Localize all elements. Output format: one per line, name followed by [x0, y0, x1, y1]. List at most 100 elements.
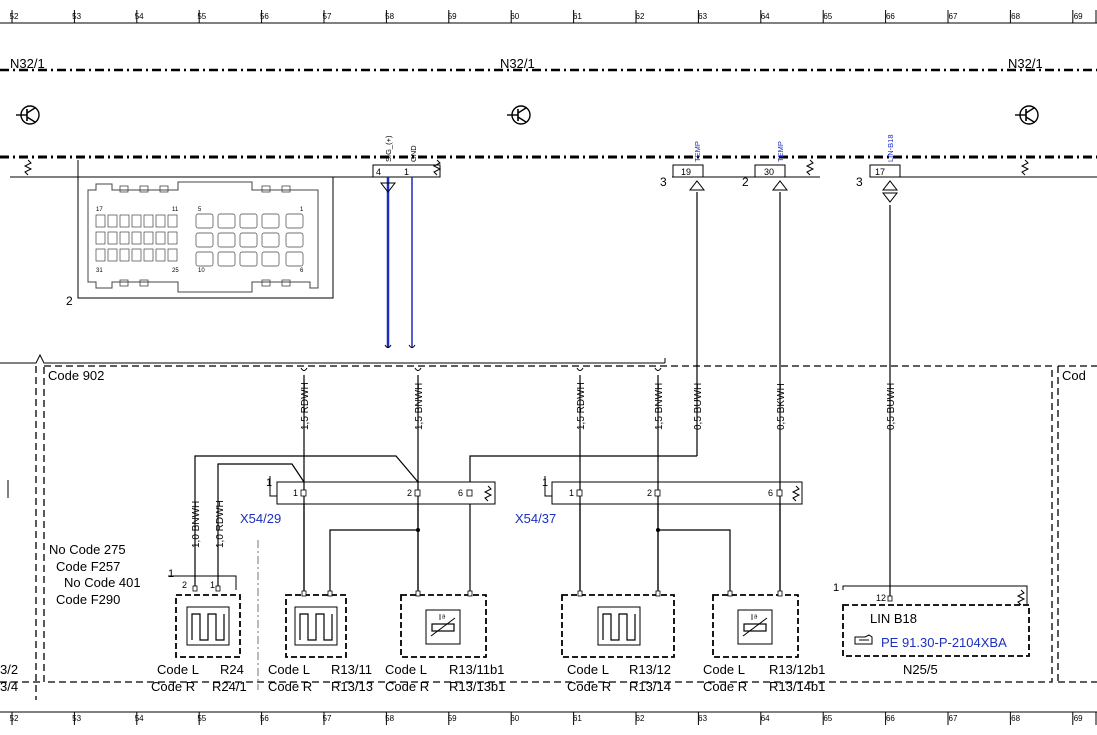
- connector-callout: 1: [266, 477, 272, 489]
- code-label: Code L: [268, 662, 310, 677]
- cavity-number: 31: [96, 268, 103, 274]
- ruler-number: 61: [573, 12, 582, 21]
- svg-text:ϑ: ϑ: [442, 615, 446, 621]
- wire-label: 1,5 RDWH: [576, 382, 587, 430]
- heating-element-icon: [597, 606, 641, 646]
- pin-name: TEMP: [693, 141, 702, 162]
- connector-name: X54/37: [515, 511, 556, 526]
- ruler-number: 62: [636, 12, 645, 21]
- housing-cavity: [217, 251, 236, 267]
- component-ref: R13/13: [331, 679, 373, 694]
- ruler-number: 62: [636, 714, 645, 723]
- pin-number: 1: [569, 488, 574, 498]
- reference-pointer-icon: [854, 634, 873, 645]
- component-ref: R13/11: [331, 662, 372, 677]
- housing-cavity: [285, 251, 304, 267]
- housing-cavity: [195, 251, 214, 267]
- component-r13-12b1: ϑ Code L Code R R13/12b1 R13/14b1: [703, 590, 825, 694]
- code-region-label-right: Cod: [1062, 368, 1086, 383]
- housing-cavity: [155, 248, 166, 262]
- pin-number: 1: [210, 580, 215, 590]
- wire-label: 1,5 BNWH: [414, 383, 425, 430]
- codes-note-line: No Code 401: [64, 575, 141, 590]
- housing-cavity: [143, 214, 154, 228]
- pin-number: 4: [376, 167, 381, 177]
- ruler-number: 53: [72, 714, 81, 723]
- ruler-number: 52: [10, 714, 19, 723]
- component-callout: 1: [168, 568, 174, 580]
- connector-name: X54/29: [240, 511, 281, 526]
- component-ref: R13/11b1: [449, 662, 504, 677]
- code-label: Code R: [567, 679, 611, 694]
- heating-element-icon: [294, 606, 338, 646]
- ruler-number: 53: [72, 12, 81, 21]
- ruler-number: 60: [510, 714, 519, 723]
- housing-cavity: [195, 232, 214, 248]
- code-label: Code R: [385, 679, 429, 694]
- pin-name: SIG_(+): [384, 135, 393, 162]
- heating-element-icon: [186, 606, 230, 646]
- housing-cavity: [107, 231, 118, 245]
- housing-cavity: [119, 248, 130, 262]
- component-ref: R13/12: [629, 662, 671, 677]
- component-r24: 1 2 1 Code L Code R R24 R24/1: [151, 568, 247, 694]
- ruler-number: 66: [886, 12, 895, 21]
- housing-cavity: [217, 213, 236, 229]
- ruler-number: 64: [761, 12, 770, 21]
- housing-cavity: [285, 232, 304, 248]
- housing-cavity: [107, 248, 118, 262]
- housing-cavity: [143, 231, 154, 245]
- cavity-number: 6: [300, 268, 304, 274]
- ruler-number: 55: [197, 12, 206, 21]
- component-callout: 1: [833, 582, 839, 594]
- codes-note: No Code 275 Code F257 No Code 401 Code F…: [49, 542, 141, 607]
- ruler-number: 59: [448, 714, 457, 723]
- code-region-label: Code 902: [48, 368, 104, 383]
- code-label: Code L: [703, 662, 745, 677]
- ruler-number: 58: [385, 12, 394, 21]
- housing-cavity: [119, 231, 130, 245]
- reference-link[interactable]: PE 91.30-P-2104XBA: [881, 635, 1007, 650]
- ruler-number: 57: [323, 12, 332, 21]
- harness-wires: 1,5 RDWH 1,5 BNWH 1,5 RDWH 1,5 BNWH 0,5 …: [191, 180, 899, 596]
- housing-cavity: [195, 213, 214, 229]
- module-name-right: N32/1: [1008, 56, 1043, 71]
- pin-number: 1: [293, 488, 298, 498]
- ruler-number: 61: [573, 714, 582, 723]
- pin-number: 12: [876, 593, 886, 603]
- connector-x54-37: 1 1 2 6 X54/37: [515, 476, 803, 526]
- ruler-number: 68: [1011, 12, 1020, 21]
- wire-label: 1,5 RDWH: [300, 382, 311, 430]
- codes-note-line: No Code 275: [49, 542, 126, 557]
- edge-label: 3/2: [0, 662, 18, 677]
- pin-number: 1: [404, 167, 409, 177]
- component-r13-12: Code L Code R R13/12 R13/14: [561, 590, 675, 694]
- cavity-number: 11: [172, 207, 179, 213]
- component-n25-5: 1 12 LIN B18 PE 91.30-P-2104XBA N25/5: [833, 582, 1030, 677]
- component-ref: R24/1: [212, 679, 247, 694]
- housing-cavity: [155, 214, 166, 228]
- component-name: N25/5: [903, 662, 938, 677]
- housing-cavity: [239, 232, 258, 248]
- ruler-number: 63: [698, 12, 707, 21]
- ruler-number: 64: [761, 714, 770, 723]
- code-label: Code L: [567, 662, 609, 677]
- housing-cavity: [261, 232, 280, 248]
- ruler-number: 65: [823, 12, 832, 21]
- connector-x54-29: 1 1 2 6 X54/29: [240, 476, 496, 526]
- housing-cavity: [143, 248, 154, 262]
- component-label: LIN B18: [870, 611, 917, 626]
- pin-name: TEMP: [776, 141, 785, 162]
- housing-cavity: [239, 251, 258, 267]
- ruler-number: 54: [135, 714, 144, 723]
- component-r13-11b1: ϑ Code L Code R R13/11b1 R13/13b1: [385, 590, 505, 694]
- temperature-sensor-icon: ϑ: [425, 609, 461, 645]
- ruler-number: 56: [260, 12, 269, 21]
- splice-wires: [257, 504, 781, 690]
- ruler-number: 69: [1074, 714, 1083, 723]
- edge-label: 3/4: [0, 679, 18, 694]
- wire-label: 0,5 BKWH: [776, 383, 787, 430]
- housing-cavity: [107, 214, 118, 228]
- cavity-number: 17: [96, 207, 103, 213]
